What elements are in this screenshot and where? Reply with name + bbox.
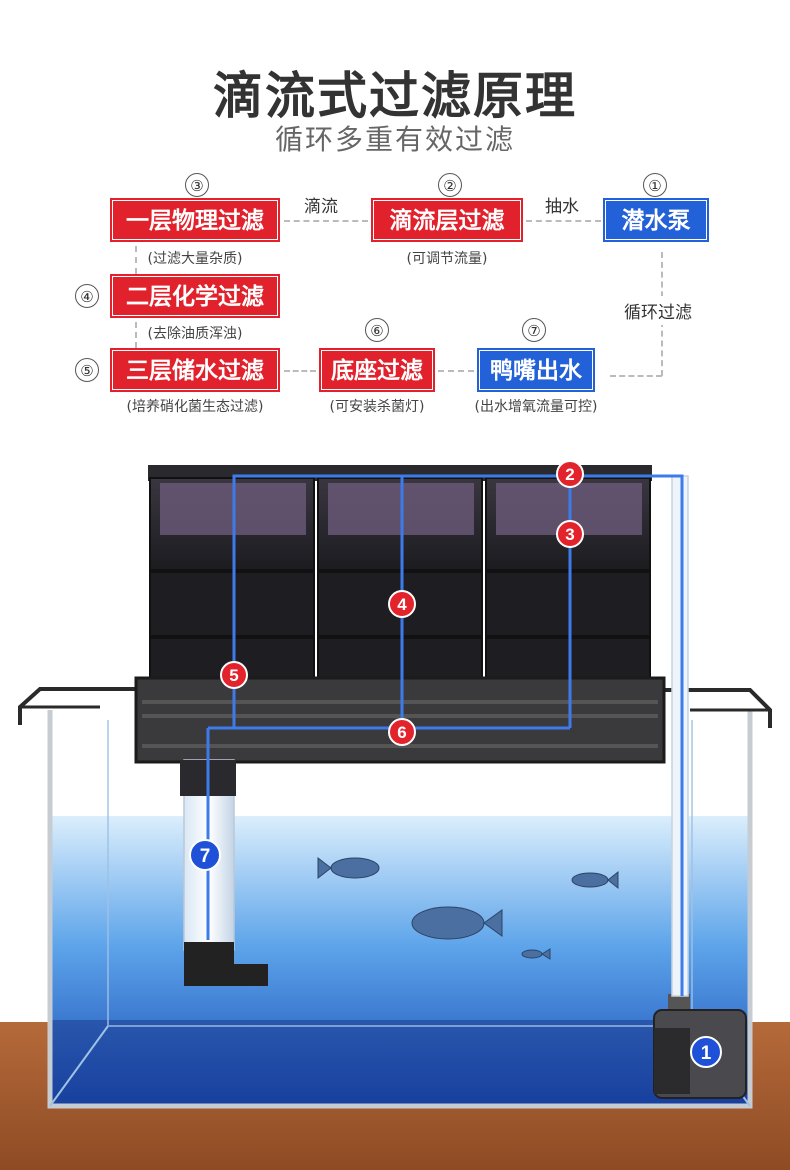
flow-markers: 2 3 4 5 6 7 1 <box>189 460 722 1068</box>
connector-layer1-to-2 <box>135 246 137 274</box>
connector-pump-label: 抽水 <box>545 197 579 217</box>
stage-physical-filter: 一层物理过滤 <box>110 198 280 242</box>
connector-storage-base <box>284 370 316 372</box>
stage-base-filter: 底座过滤 <box>319 348 435 392</box>
stage-submersible-pump: 潜水泵 <box>603 198 709 242</box>
connector-circulate-label: 循环过滤 <box>624 296 692 325</box>
stage-base-filter-note: (可安装杀菌灯) <box>329 399 425 415</box>
stage-chemical-filter: 二层化学过滤 <box>110 274 280 318</box>
stage-physical-filter-note: (过滤大量杂质) <box>147 251 243 267</box>
stage-drip-layer: 滴流层过滤 <box>371 198 523 242</box>
stage-storage-filter: 三层储水过滤 <box>110 348 280 392</box>
page-subtitle: 循环多重有效过滤 <box>274 123 515 156</box>
step-number-1: ① <box>643 173 667 197</box>
step-number-3: ③ <box>185 173 209 197</box>
step-number-6: ⑥ <box>365 318 389 342</box>
stage-drip-layer-note: (可调节流量) <box>406 251 488 267</box>
page-title: 滴流式过滤原理 <box>213 67 577 125</box>
connector-base-outlet <box>438 370 474 372</box>
marker-6: 6 <box>397 723 406 742</box>
connector-layer2-to-3 <box>135 322 137 348</box>
connector-pump-line <box>526 220 601 222</box>
marker-2: 2 <box>565 465 574 484</box>
marker-4: 4 <box>397 595 407 614</box>
marker-1: 1 <box>701 1043 712 1064</box>
marker-5: 5 <box>229 666 238 685</box>
connector-circulate-line <box>610 375 662 377</box>
step-number-5: ⑤ <box>75 358 99 382</box>
aquarium-illustration: 2 3 4 5 6 7 1 <box>0 460 790 1170</box>
connector-drip-line <box>284 220 368 222</box>
marker-7: 7 <box>200 846 211 867</box>
step-number-2: ② <box>438 173 462 197</box>
stage-chemical-filter-note: (去除油质浑浊) <box>147 326 243 342</box>
step-number-7: ⑦ <box>522 318 546 342</box>
stage-storage-filter-note: (培养硝化菌生态过滤) <box>126 399 264 415</box>
stage-duckbill-outlet-note: (出水增氧流量可控) <box>474 399 598 415</box>
fish-group <box>317 856 619 960</box>
step-number-4: ④ <box>75 284 99 308</box>
marker-3: 3 <box>565 525 574 544</box>
connector-drip-label: 滴流 <box>304 197 338 217</box>
stage-duckbill-outlet: 鸭嘴出水 <box>477 348 595 392</box>
